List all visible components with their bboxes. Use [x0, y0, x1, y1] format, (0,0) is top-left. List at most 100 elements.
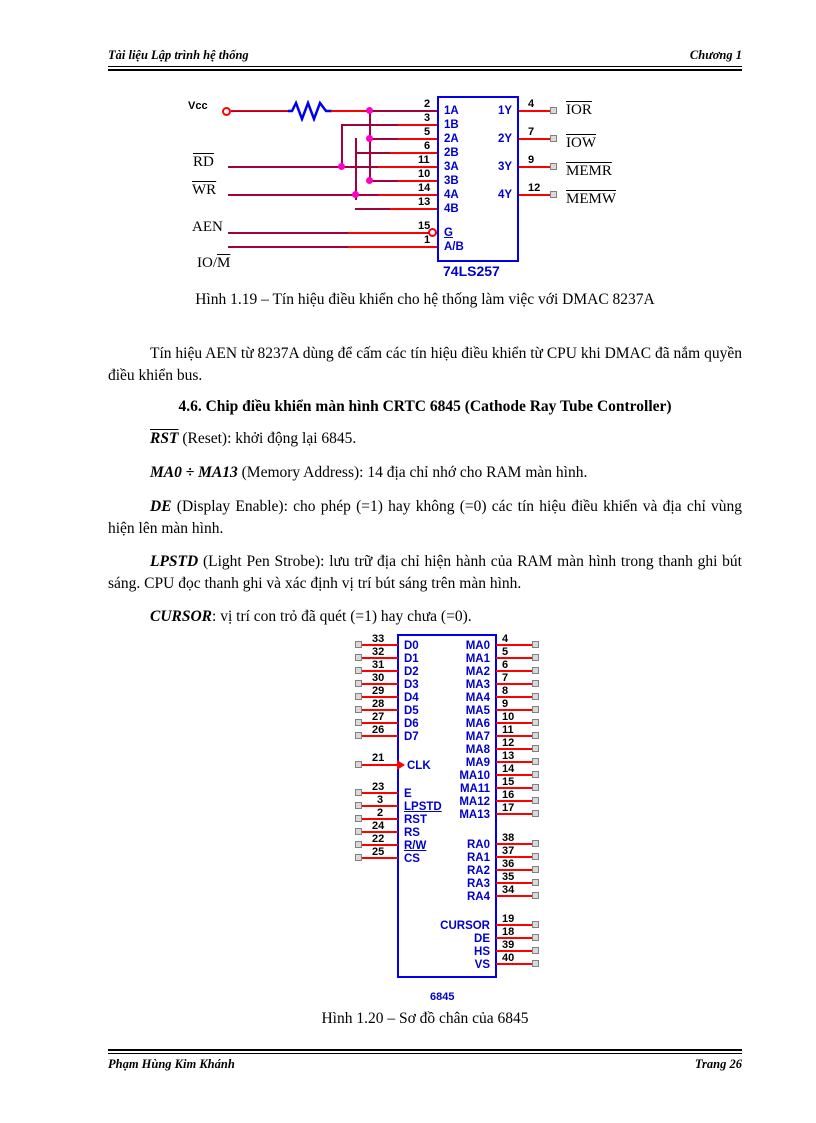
bus-vertical-2b-to-4b [355, 138, 357, 200]
pin-label-ma12: MA12 [459, 796, 490, 808]
wire-pin-29 [362, 696, 398, 698]
pad-pin-26 [355, 732, 362, 739]
pin-label-ma2: MA2 [465, 666, 490, 678]
wire-pin-22 [362, 844, 398, 846]
pin-label-d6: D6 [404, 718, 419, 730]
out-signal-iow-text: IOW [566, 135, 596, 151]
pad-pin-32 [355, 654, 362, 661]
pin-number-40: 40 [502, 952, 515, 964]
vcc-wire-segment [231, 110, 289, 112]
pin-number-32: 32 [372, 646, 385, 658]
pad-pin-2 [355, 815, 362, 822]
figure-1-19-caption: Hình 1.19 – Tín hiệu điều khiển cho hệ t… [195, 291, 655, 308]
chip-name-74ls257: 74LS257 [443, 263, 500, 279]
pad-pin-34 [532, 892, 539, 899]
wire-pin-30 [362, 683, 398, 685]
item-lpstd: LPSTD (Light Pen Strobe): lưu trữ địa ch… [108, 551, 742, 596]
wire-pin-16 [496, 800, 532, 802]
pin-label-rs: RS [404, 827, 420, 839]
item-de-text: (Display Enable): cho phép (=1) hay khôn… [108, 498, 742, 538]
wire-pin-11 [496, 735, 532, 737]
pin-number-18: 18 [502, 926, 515, 938]
pin-label-d4: D4 [404, 692, 419, 704]
wire-pin-14b [496, 774, 532, 776]
pin-number-22: 22 [372, 833, 385, 845]
pin-number-25: 25 [372, 846, 385, 858]
wire-pin-13 [496, 761, 532, 763]
out-wire-2y [519, 138, 551, 140]
wire-pin3 [341, 124, 437, 126]
pin-label-cs: CS [404, 853, 420, 865]
pin-label-d3: D3 [404, 679, 419, 691]
pin-label-g: G [444, 227, 453, 239]
pin-label-ma0: MA0 [465, 640, 490, 652]
item-cursor-term: CURSOR [150, 608, 213, 625]
wire-pin2 [369, 110, 437, 112]
wire-pin-7 [496, 683, 532, 685]
pad-pin-16 [532, 797, 539, 804]
pin-number-14: 14 [418, 182, 431, 194]
pad-pin-5 [532, 654, 539, 661]
g-inversion-bubble-icon [428, 228, 437, 237]
out-wire-3y [519, 166, 551, 168]
header-right-text: Chương 1 [689, 48, 742, 62]
resistor-icon [288, 99, 332, 127]
pad-pin-31 [355, 667, 362, 674]
pad-pin-17 [532, 810, 539, 817]
clk-arrow-icon [397, 760, 405, 770]
pin-label-d7: D7 [404, 731, 419, 743]
pin-label-ma7: MA7 [465, 731, 490, 743]
pad-pin-10 [532, 719, 539, 726]
pin-number-6: 6 [502, 659, 509, 671]
wire-pin13-red [390, 208, 437, 210]
pin-label-ra3: RA3 [466, 878, 490, 890]
pin-label-ra1: RA1 [466, 852, 490, 864]
pin-label-ma1: MA1 [465, 653, 490, 665]
in-signal-rd: RD [193, 155, 214, 170]
pin-number-12b: 12 [502, 737, 515, 749]
pin-label-ra0: RA0 [466, 839, 490, 851]
pin-label-ra2: RA2 [466, 865, 490, 877]
vcc-terminal-icon [222, 107, 231, 116]
junction-dot-2a [366, 135, 373, 142]
page-header: Tài liệu Lập trình hệ thống Chương 1 [108, 48, 742, 63]
vcc-wire-overlay [231, 110, 289, 111]
wire-pin-3 [362, 805, 398, 807]
pin-number-6: 6 [424, 140, 431, 152]
pin-number-3: 3 [424, 112, 431, 124]
wire-pin-6 [496, 670, 532, 672]
pin-label-de: DE [474, 933, 490, 945]
pin-label-ma3: MA3 [465, 679, 490, 691]
wire-pin-33 [362, 644, 398, 646]
out-pad-4y [550, 191, 557, 198]
pad-pin-27 [355, 719, 362, 726]
wire-pin-32 [362, 657, 398, 659]
wire-pin-35 [496, 882, 532, 884]
in-signal-rd-text: RD [193, 154, 214, 170]
out-pad-2y [550, 135, 557, 142]
out-signal-memw-text: MEMW [566, 191, 616, 207]
pad-pin-14 [532, 771, 539, 778]
pin-label-d5: D5 [404, 705, 419, 717]
pad-pin-38 [532, 840, 539, 847]
wire-pin10-red [398, 180, 437, 182]
pad-pin-24 [355, 828, 362, 835]
pad-pin-11 [532, 732, 539, 739]
pin-label-3y: 3Y [498, 161, 513, 173]
pin-label-ma11: MA11 [459, 783, 490, 795]
page-footer: Phạm Hùng Kim Khánh Trang 26 [108, 1057, 742, 1072]
pin-label-ma8: MA8 [465, 744, 490, 756]
header-rule [108, 66, 742, 71]
item-rst-text: (Reset): khởi động lại 6845. [178, 430, 357, 447]
pad-pin-3 [355, 802, 362, 809]
pin-number-33: 33 [372, 633, 385, 645]
pad-pin-33 [355, 641, 362, 648]
pad-pin-40 [532, 960, 539, 967]
pin-number-38: 38 [502, 832, 515, 844]
wire-pin11-rd [228, 166, 437, 168]
out-signal-ior-text: IOR [566, 102, 592, 118]
wire-pin-15b [496, 787, 532, 789]
pad-pin-13 [532, 758, 539, 765]
pin-number-34: 34 [502, 884, 515, 896]
pin-label-d2: D2 [404, 666, 419, 678]
